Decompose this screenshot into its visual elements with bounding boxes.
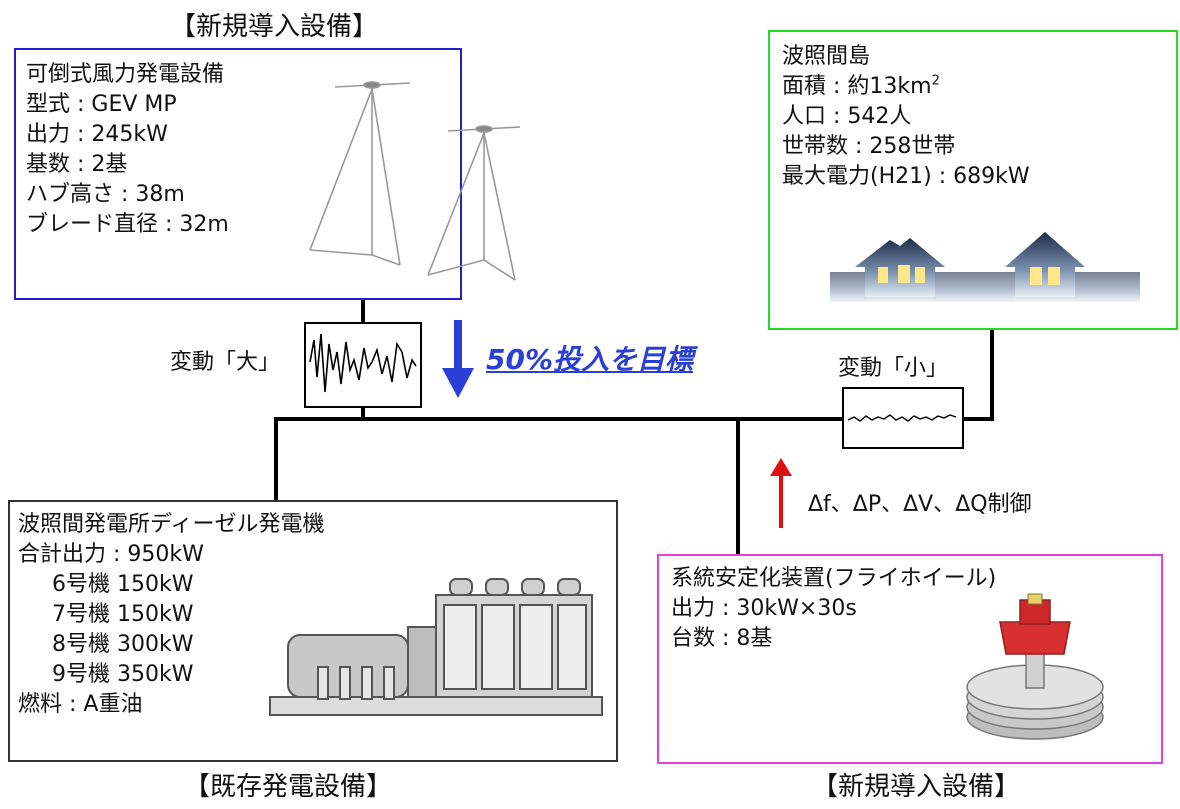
- flywheel-count: 台数 : 8基: [671, 626, 773, 651]
- wind-turbine-box: 可倒式風力発電設備 型式 : GEV MP 出力 : 245kW 基数 : 2基…: [14, 48, 462, 300]
- island-households: 世帯数 : 258世帯: [782, 134, 956, 159]
- flywheel-title: 系統安定化装置(フライホイール): [671, 566, 997, 591]
- island-area: 面積 : 約13km2: [782, 72, 1176, 102]
- island-max-power: 最大電力(H21) : 689kW: [782, 164, 1030, 189]
- diesel-title: 波照間発電所ディーゼル発電機: [18, 512, 325, 537]
- diesel-unit-7: 7号機 150kW: [52, 602, 194, 627]
- diesel-fuel: 燃料 : A重油: [18, 692, 143, 717]
- diesel-unit-6: 6号機 150kW: [52, 572, 194, 597]
- diesel-unit-8: 8号機 300kW: [52, 632, 194, 657]
- wind-spec-hub-height: ハブ高さ : 38m: [26, 182, 185, 207]
- diesel-total-output: 合計出力 : 950kW: [18, 542, 204, 567]
- control-text: Δf、ΔP、ΔV、ΔQ制御: [808, 492, 1032, 517]
- wind-spec-count: 基数 : 2基: [26, 152, 128, 177]
- wind-spec-blade-diameter: ブレード直径 : 32m: [26, 212, 229, 237]
- wind-title: 可倒式風力発電設備: [26, 62, 225, 87]
- island-area-text: 面積 : 約13km: [782, 74, 932, 99]
- wind-caption: 【新規導入設備】: [170, 12, 379, 42]
- diesel-unit-9: 9号機 350kW: [52, 662, 194, 687]
- flywheel-illustration: [966, 593, 1104, 740]
- arrow-up-icon: [770, 458, 792, 528]
- island-population: 人口 : 542人: [782, 104, 912, 129]
- fluctuation-small-waveform: [842, 387, 964, 449]
- wind-turbine-illustration: [309, 81, 521, 281]
- island-title: 波照間島: [782, 44, 871, 69]
- target-text: 50%投入を目標: [486, 343, 694, 376]
- flywheel-feeder-line: [736, 417, 740, 555]
- wind-spec-type: 型式 : GEV MP: [26, 92, 177, 117]
- wind-spec-output: 出力 : 245kW: [26, 122, 168, 147]
- fluctuation-large-label: 変動「大」: [170, 350, 281, 375]
- island-feeder-line: [990, 330, 994, 421]
- fluctuation-small-label: 変動「小」: [838, 356, 949, 381]
- houses-illustration: [830, 232, 1140, 302]
- island-area-unit-superscript: 2: [931, 73, 940, 89]
- arrow-down-icon: [442, 320, 474, 398]
- fluctuation-large-waveform: [304, 322, 422, 408]
- main-bus-line: [274, 417, 994, 421]
- diesel-caption: 【既存発電設備】: [184, 772, 393, 802]
- diesel-engine-illustration: [269, 578, 603, 716]
- flywheel-output: 出力 : 30kW×30s: [671, 596, 857, 621]
- flywheel-caption: 【新規導入設備】: [812, 772, 1021, 802]
- diesel-feeder-line: [274, 417, 278, 502]
